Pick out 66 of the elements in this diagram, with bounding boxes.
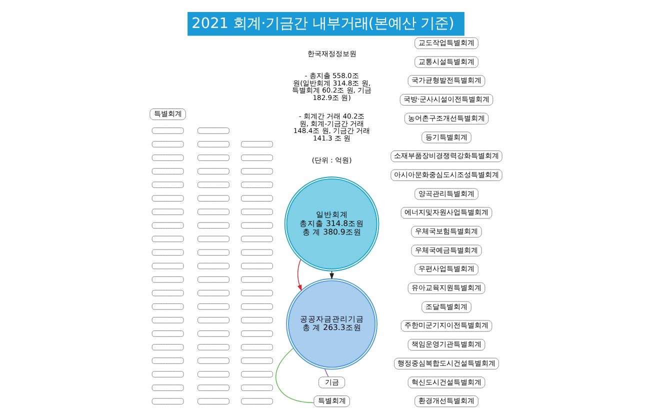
node-box [241,168,273,174]
node-box [241,141,273,148]
node-box [198,358,230,364]
diagram-title: 2021 회계·기금간 내부거래(본예산 기준) [192,16,454,32]
node-box [198,249,230,256]
node-box [152,290,184,296]
node-box [241,222,273,229]
node-box [241,384,273,391]
node-box [241,276,273,283]
node-box [198,141,230,148]
node-box [241,290,273,296]
node-box [152,195,184,202]
node-box [152,128,184,134]
node-box [241,316,273,324]
node-box [241,182,273,188]
node-box [152,330,184,337]
node-box [152,222,184,229]
node-box [198,262,230,270]
node-box [152,316,184,324]
node-box [152,249,184,256]
node-box [152,208,184,216]
node-box [152,344,184,350]
node-box [152,262,184,270]
node-box [198,384,230,391]
node-box [152,276,184,283]
connector [324,368,329,378]
node-box [152,154,184,161]
node-box [241,398,273,404]
node-box [152,182,184,188]
node-box [152,303,184,310]
node-box [241,330,273,337]
node-box [152,398,184,404]
node-box [198,182,230,188]
node-box [198,208,230,216]
node-box [241,154,273,161]
node-box [241,208,273,216]
node-box [198,371,230,378]
node-box [241,303,273,310]
node-box [241,262,273,270]
node-box [198,195,230,202]
node-box [198,316,230,324]
node-box [152,168,184,174]
node-box [152,358,184,364]
node-box [152,236,184,242]
node-box [198,330,230,337]
arrow [297,259,302,292]
node-box [241,358,273,364]
node-box [198,398,230,404]
node-box [241,195,273,202]
node-box [241,249,273,256]
node-box [241,236,273,242]
node-box [241,371,273,378]
node-box [198,154,230,161]
node-box [241,344,273,350]
node-box [198,276,230,283]
node-box [152,384,184,391]
node-box [152,141,184,148]
node-box [198,236,230,242]
node-box [152,371,184,378]
node-box [198,344,230,350]
node-box [198,168,230,174]
connector [276,348,314,404]
node-box [198,222,230,229]
node-box [198,290,230,296]
node-box [198,303,230,310]
node-box [198,128,230,134]
